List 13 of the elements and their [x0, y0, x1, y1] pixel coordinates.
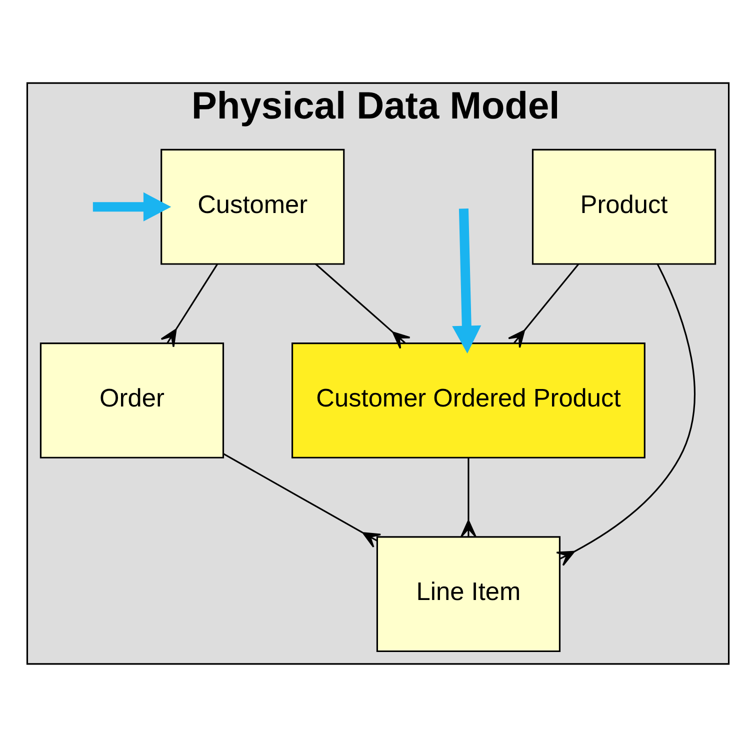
node-box: Order — [40, 342, 224, 458]
arrow — [452, 208, 482, 353]
node-box: Product — [532, 148, 716, 264]
node-box: Customer — [160, 148, 345, 264]
connector — [556, 263, 696, 566]
arrow — [92, 192, 172, 221]
node-box: Customer Ordered Product — [292, 342, 646, 458]
connector — [460, 457, 476, 537]
connector — [223, 452, 382, 548]
node-box: Line Item — [376, 536, 561, 652]
connector — [315, 262, 411, 349]
connector — [160, 263, 218, 347]
connector — [508, 263, 580, 348]
